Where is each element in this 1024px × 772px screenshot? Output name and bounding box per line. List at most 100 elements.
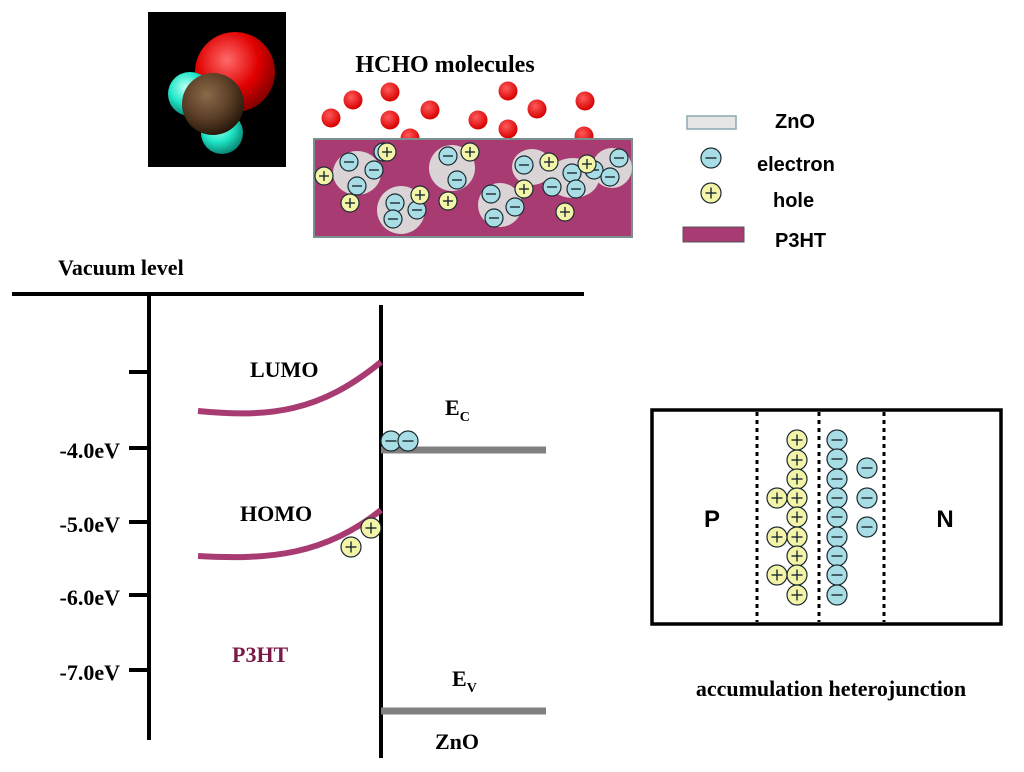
electron-symbol [600,167,620,187]
hole-symbol [786,526,808,548]
electron-symbol [514,155,534,175]
electron-symbol [484,208,504,228]
legend-p3ht-swatch [682,226,745,243]
hole-symbol [786,449,808,471]
electron-symbol [826,584,848,606]
electron-symbol [826,526,848,548]
hcho-molecule-dot [498,81,518,101]
hole-symbol [314,166,334,186]
p3ht-material-label: P3HT [232,642,289,667]
p3ht-film [313,138,633,238]
legend-electron-label: electron [757,154,835,176]
electron-symbol [447,170,467,190]
electron-symbol [826,487,848,509]
electron-symbol [339,152,359,172]
electron-symbol [397,430,419,452]
tick-label-7ev: -7.0eV [60,660,121,685]
hole-symbol [438,191,458,211]
film-carriers [314,142,629,229]
hcho-molecule-dot [321,108,341,128]
tick-label-6ev: -6.0eV [60,585,121,610]
ev-label: EV [452,666,477,696]
hole-symbol [786,545,808,567]
hcho-molecule-dot [420,100,440,120]
electron-symbol [826,564,848,586]
hole-symbol [577,154,597,174]
band-carriers [340,430,419,558]
hcho-molecule-dot [380,110,400,130]
hole-symbol [340,536,362,558]
electron-symbol [856,516,878,538]
legend-zno-swatch [686,115,737,130]
vacuum-level-label: Vacuum level [58,255,184,280]
electron-symbol [826,468,848,490]
hole-symbol [766,526,788,548]
p-region-label: P [704,506,720,533]
zno-material-label: ZnO [435,729,479,754]
electron-symbol [383,209,403,229]
junction-caption: accumulation heterojunction [696,676,966,701]
legend-p3ht-label: P3HT [775,230,826,252]
legend-zno-label: ZnO [775,111,815,133]
electron-symbol [347,176,367,196]
electron-symbol [364,160,384,180]
hcho-molecule-dot [343,90,363,110]
hcho-molecule-dot [498,119,518,139]
electron-symbol [700,147,722,169]
junction-diagram: P N accumulation heterojunction [650,408,1003,701]
hole-symbol [766,487,788,509]
hcho-molecule-dot [575,91,595,111]
electron-symbol [856,457,878,479]
hole-symbol [539,152,559,172]
electron-symbol [385,193,405,213]
hole-symbol [460,142,480,162]
lumo-label: LUMO [250,357,318,382]
hole-symbol [340,193,360,213]
hole-symbol [410,185,430,205]
hcho-molecule-image [148,12,286,167]
hole-symbol [700,182,722,204]
electron-symbol [407,200,427,220]
legend: ZnO electron hole P3HT [682,111,835,252]
hole-symbol [766,564,788,586]
electron-symbol [542,177,562,197]
n-region-label: N [936,506,953,533]
homo-label: HOMO [240,501,312,526]
electron-symbol [856,487,878,509]
hcho-molecule-dot [527,99,547,119]
hcho-molecule-dot [468,110,488,130]
hcho-molecule-dots [321,81,595,148]
electron-symbol [505,197,525,217]
electron-symbol [826,448,848,470]
hole-symbol [786,506,808,528]
junction-carriers [766,429,878,606]
hole-symbol [786,429,808,451]
hcho-title: HCHO molecules [355,52,534,78]
tick-label-5ev: -5.0eV [60,512,121,537]
hole-symbol [377,142,397,162]
hole-symbol [360,517,382,539]
legend-hole-label: hole [773,190,814,212]
electron-symbol [609,148,629,168]
electron-symbol [481,184,501,204]
lumo-band [197,359,383,417]
hole-symbol [514,179,534,199]
electron-symbol [566,179,586,199]
hole-symbol [555,202,575,222]
ec-label: EC [445,395,470,425]
electron-symbol [438,146,458,166]
electron-symbol [826,545,848,567]
homo-band [197,507,383,561]
hole-symbol [786,564,808,586]
hole-symbol [786,487,808,509]
legend-electron-symbol [700,147,722,169]
hcho-molecule-dot [380,82,400,102]
band-diagram: Vacuum level -4.0eV -5.0eV -6.0eV -7.0eV… [12,255,584,758]
electron-symbol [826,429,848,451]
legend-hole-symbol [700,182,722,204]
electron-symbol [826,506,848,528]
hole-symbol [786,468,808,490]
tick-label-4ev: -4.0eV [60,438,121,463]
